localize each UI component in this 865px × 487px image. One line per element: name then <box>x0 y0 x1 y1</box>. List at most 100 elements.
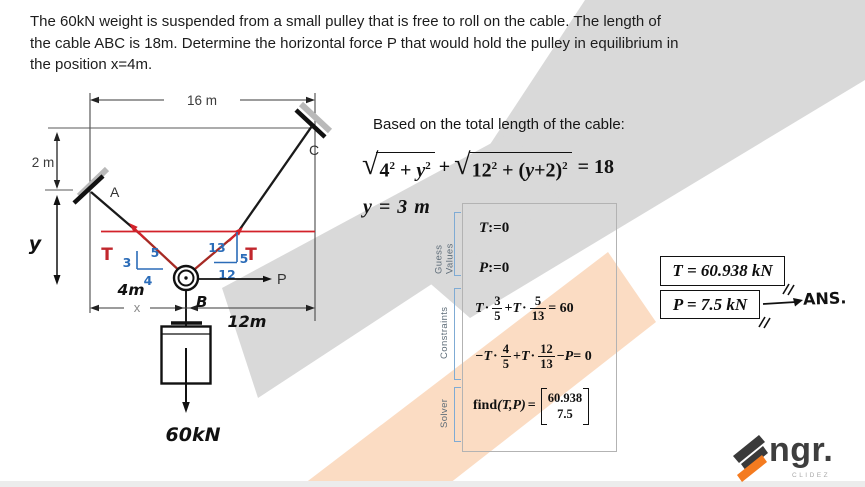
watermark-band-top <box>410 0 865 318</box>
solution-intro: Based on the total length of the cable: <box>373 116 625 133</box>
anchor-a-mount <box>72 174 105 205</box>
arrowhead <box>53 132 61 141</box>
matrix-value-t: 60.938 <box>547 391 583 405</box>
axis-y-label: y <box>29 233 43 255</box>
find-keyword: find <box>473 398 498 414</box>
eq-exponent: 2 <box>425 160 431 172</box>
eq-token: 4 <box>379 159 390 182</box>
numerator: 4 <box>502 342 509 356</box>
tick-mark <box>763 317 771 329</box>
ans-arrowhead <box>793 298 803 307</box>
problem-statement: The 60kN weight is suspended from a smal… <box>30 13 679 73</box>
var-t: T <box>520 348 530 364</box>
force-p-label: P <box>277 272 287 288</box>
radical-sign: √ <box>362 148 379 181</box>
solver-section-label: Solver <box>439 398 450 429</box>
y-value: 3 m <box>397 196 431 218</box>
eq-rhs: = 18 <box>577 156 615 178</box>
eq-token: +2) <box>534 159 563 182</box>
guess-value: 0 <box>501 260 510 276</box>
constraints-bracket <box>454 288 461 380</box>
anchor-c-hatch <box>298 101 333 134</box>
arrowhead <box>189 304 198 312</box>
constraints-section-label: Constraints <box>439 306 450 360</box>
var-t: −T <box>475 348 493 364</box>
tension-arrowhead-left <box>129 223 138 232</box>
constraint-rhs: = 0 <box>573 348 592 364</box>
answer-box-tension: T = 60.938 kN <box>660 256 785 286</box>
ans-label: ANS. <box>802 288 847 309</box>
slope-right-5: 5 <box>240 251 249 266</box>
dot-op: · <box>530 348 536 364</box>
denominator: 5 <box>492 308 503 324</box>
eq-token: + <box>394 159 417 182</box>
arrowhead <box>175 304 184 312</box>
eq-plus: + <box>438 156 451 178</box>
arrowhead <box>90 304 99 312</box>
arrowhead <box>306 96 315 104</box>
dim-4m-label: 4m <box>117 281 145 299</box>
find-args: (T,P) <box>497 398 526 414</box>
tension-arrowhead-right <box>234 227 243 236</box>
y-var: y <box>363 196 373 218</box>
denominator: 5 <box>500 356 511 372</box>
pulley-center-dot <box>184 276 188 280</box>
logo-e-icon <box>741 446 768 471</box>
var-t: T <box>512 300 522 316</box>
guess-row-p: P:=0 <box>479 260 509 277</box>
assign-op: := <box>488 220 502 236</box>
var-t: T <box>479 220 489 236</box>
arrowhead <box>90 96 99 104</box>
cable-bc-upper <box>237 125 313 233</box>
eq-exponent: 2 <box>389 160 395 172</box>
equals-op: = <box>527 398 536 414</box>
var-p: P <box>479 260 489 276</box>
watermark-band-middle <box>222 132 560 398</box>
logo-e-icon <box>737 455 767 482</box>
dot-op: · <box>493 348 498 364</box>
denominator: 13 <box>538 356 555 372</box>
eq-token: y <box>416 159 426 182</box>
arrowhead <box>53 275 61 285</box>
logo-subtext: CLIDEZ <box>792 472 831 479</box>
guess-bracket <box>454 212 461 276</box>
dim-12m-label: 12m <box>228 312 267 331</box>
tension-label-right: T <box>245 245 257 265</box>
eq-token: y <box>525 159 535 182</box>
arrowhead <box>53 195 61 205</box>
answer-box-force: P = 7.5 kN <box>660 290 760 319</box>
arrowhead <box>306 304 315 312</box>
dot-op: · <box>522 300 527 316</box>
radical-1: √42 + y2 <box>362 148 435 182</box>
constraint-rhs: = 60 <box>548 300 574 316</box>
solver-bracket <box>454 387 461 442</box>
assign-op: := <box>488 260 502 276</box>
watermark-band-peach <box>300 252 656 487</box>
eq-exponent: 2 <box>562 160 568 172</box>
point-b-label: B <box>196 293 207 311</box>
tick-mark <box>782 283 790 295</box>
numerator: 12 <box>540 342 553 356</box>
eq-exponent: 2 <box>491 160 498 172</box>
tick-mark <box>758 316 766 328</box>
y-equals: = <box>372 196 398 218</box>
slope-right-13: 13 <box>208 240 225 255</box>
dim-16m-label: 16 m <box>187 93 217 108</box>
anchor-c-mount <box>294 108 327 139</box>
logo-wordmark: ngr. <box>769 431 834 469</box>
cable-length-equation: √42 + y2 + √122 + (y+2)2 = 18 <box>362 148 615 182</box>
dim-x-label: x <box>134 300 141 315</box>
force-p-arrowhead <box>263 275 272 283</box>
tick-mark <box>787 284 795 296</box>
point-a-label: A <box>110 184 120 200</box>
